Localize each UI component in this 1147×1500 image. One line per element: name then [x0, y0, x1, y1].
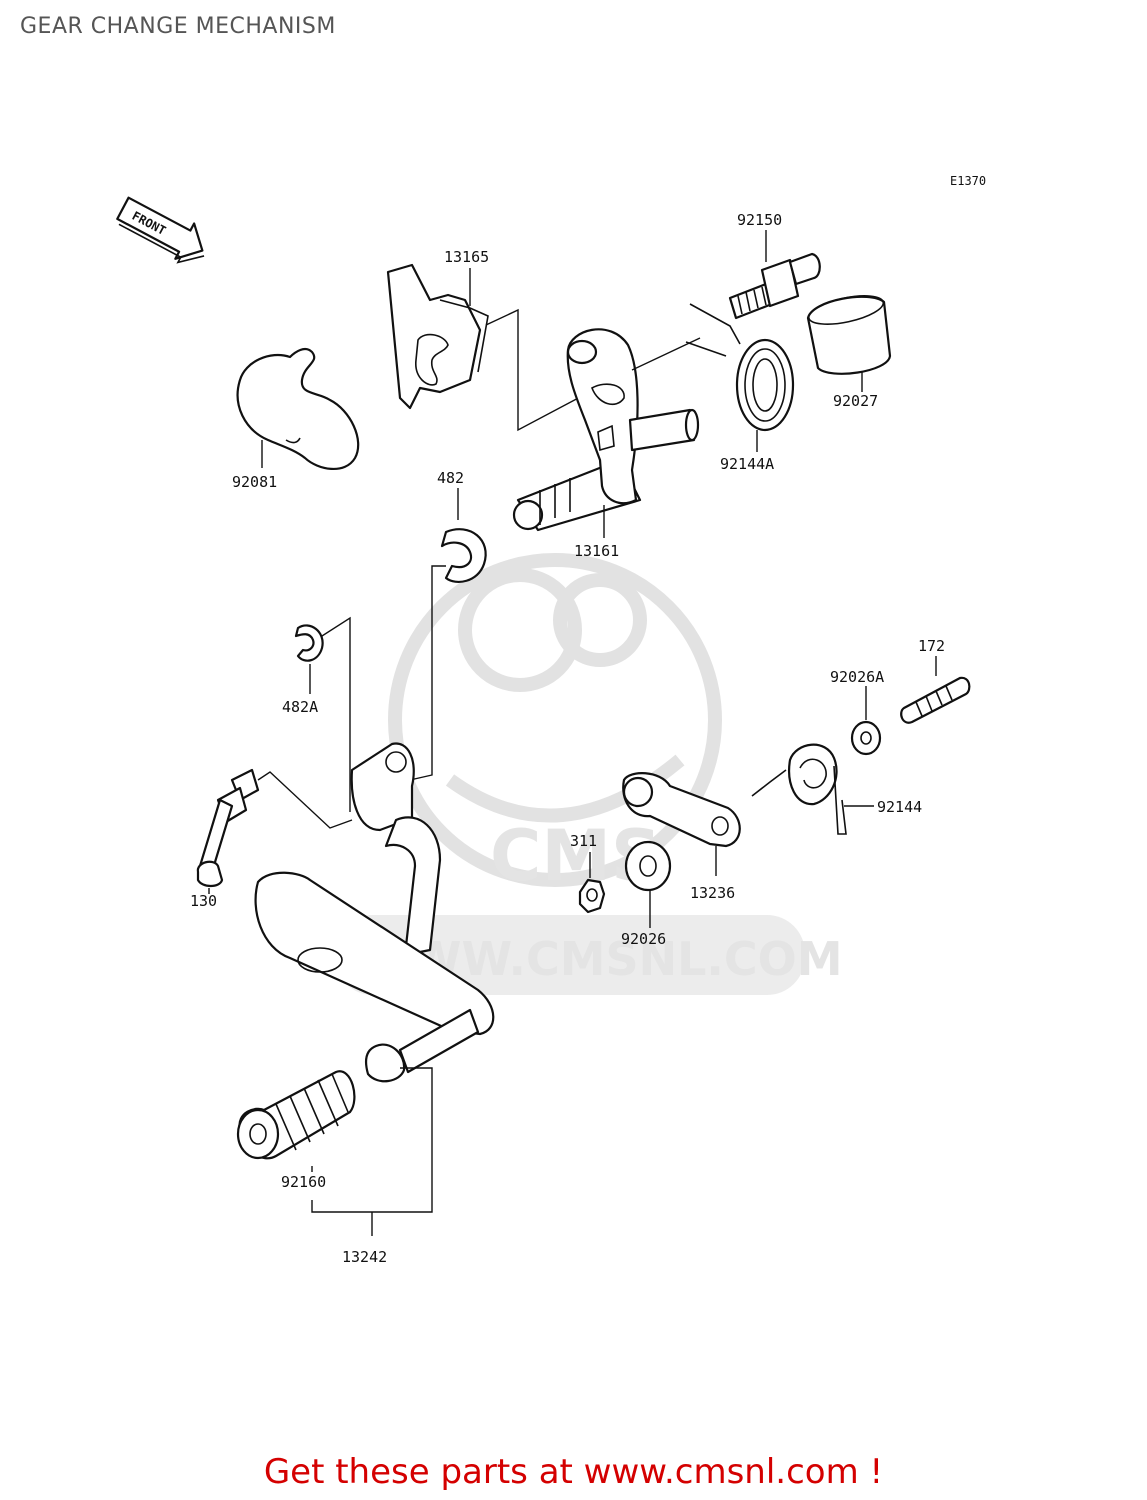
label-92160: 92160 [281, 1173, 326, 1191]
label-482: 482 [437, 469, 464, 487]
label-482A: 482A [282, 698, 318, 716]
part-172-pin[interactable] [900, 676, 971, 724]
part-92026A-washer[interactable] [850, 720, 882, 756]
part-482A-circlip[interactable] [294, 624, 324, 662]
page-title: GEAR CHANGE MECHANISM [20, 14, 336, 39]
part-13161-shift-shaft[interactable] [512, 328, 700, 532]
label-92081: 92081 [232, 473, 277, 491]
part-92027-collar[interactable] [806, 290, 892, 375]
label-92150: 92150 [737, 211, 782, 229]
part-13242-shift-pedal[interactable] [254, 742, 495, 1083]
label-13236: 13236 [690, 884, 735, 902]
label-130: 130 [190, 892, 217, 910]
footer-cta[interactable]: Get these parts at www.cmsnl.com ! [263, 1452, 884, 1492]
diagram-code: E1370 [950, 174, 986, 188]
part-482-circlip[interactable] [440, 528, 487, 583]
label-92026A: 92026A [830, 668, 884, 686]
leader-13242 [311, 1067, 433, 1213]
label-13161: 13161 [574, 542, 619, 560]
leader-13165-shaft [485, 308, 585, 432]
label-13165: 13165 [444, 248, 489, 266]
leader-482-pedal [409, 565, 446, 781]
front-arrow-icon: FRONT [116, 196, 205, 264]
part-13165-plate[interactable] [386, 263, 489, 410]
part-92150-bolt[interactable] [728, 252, 821, 320]
label-92026: 92026 [621, 930, 666, 948]
label-92144A: 92144A [720, 455, 774, 473]
part-92081-gasket[interactable] [236, 348, 360, 471]
part-13236-arm[interactable] [622, 772, 741, 848]
label-92027: 92027 [833, 392, 878, 410]
label-92144: 92144 [877, 798, 922, 816]
label-13242: 13242 [342, 1248, 387, 1266]
part-130-bolt[interactable] [196, 768, 260, 888]
part-92144-spring[interactable] [751, 743, 847, 835]
leader-130-pedal [257, 771, 353, 829]
leader-482A-pedal [321, 616, 351, 812]
part-311-nut[interactable] [578, 878, 606, 914]
part-92026-washer[interactable] [624, 840, 672, 892]
label-172: 172 [918, 637, 945, 655]
part-92144A-spring[interactable] [685, 303, 795, 432]
watermark: WWW.CMSNL.COM CMS [335, 553, 843, 995]
label-311: 311 [570, 832, 597, 850]
part-92160-rubber-peg[interactable] [236, 1070, 356, 1160]
